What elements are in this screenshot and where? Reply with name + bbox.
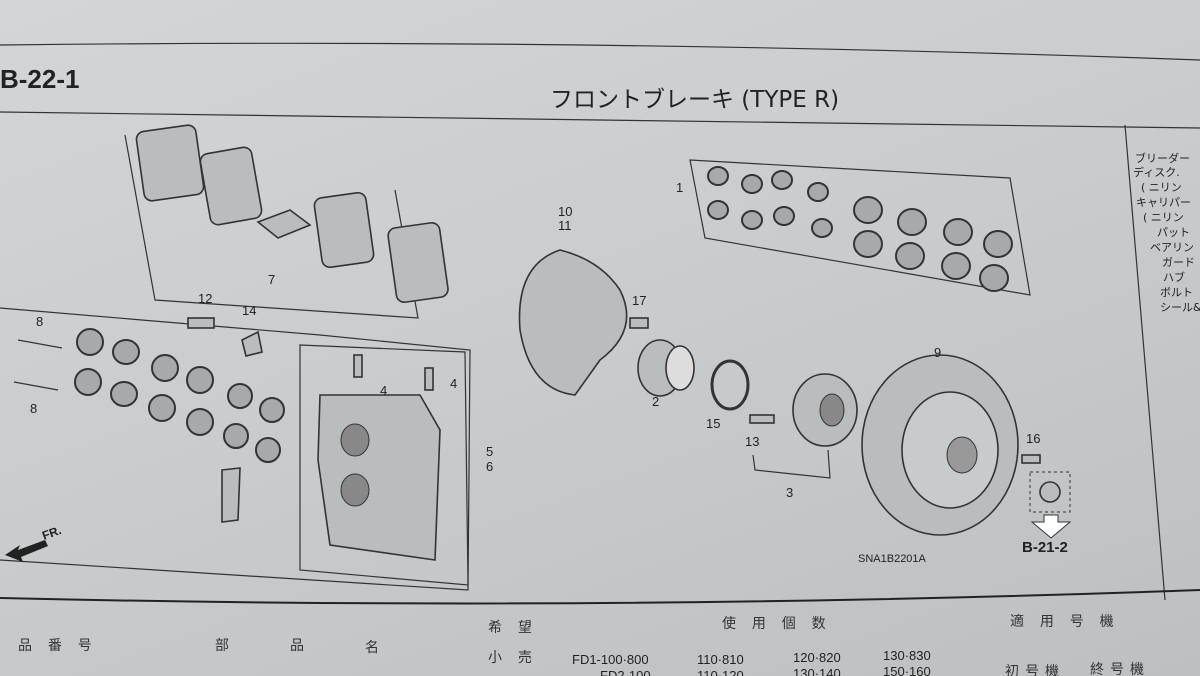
svg-text:FD1-100·800: FD1-100·800 <box>572 652 649 667</box>
diagram-code: SNA1B2201A <box>858 553 927 565</box>
nut-box <box>1029 471 1071 513</box>
hub <box>792 373 858 447</box>
svg-text:15: 15 <box>706 416 720 431</box>
svg-text:パット: パット <box>1157 226 1190 239</box>
svg-text:8: 8 <box>36 314 43 329</box>
svg-text:終号機: 終号機 <box>1090 661 1150 676</box>
svg-text:ディスク.: ディスク. <box>1133 165 1180 179</box>
callout-numbers: 1 2 3 4 4 5 6 7 8 8 9 10 11 12 13 14 15 … <box>30 180 1040 500</box>
svg-text:13: 13 <box>745 434 759 449</box>
svg-text:9: 9 <box>934 345 941 360</box>
svg-text:5: 5 <box>486 444 493 459</box>
svg-text:小 売: 小 売 <box>488 649 538 665</box>
svg-text:ボルト: ボルト <box>1160 286 1193 299</box>
svg-text:14: 14 <box>242 303 256 318</box>
front-arrow-icon <box>5 540 48 562</box>
svg-text:( ニリン: ( ニリン <box>1143 211 1184 224</box>
svg-text:110·120: 110·120 <box>697 668 744 676</box>
svg-text:( ニリン: ( ニリン <box>1141 181 1182 194</box>
svg-text:17: 17 <box>632 293 646 308</box>
svg-text:7: 7 <box>268 272 275 287</box>
page-title: フロントブレーキ (TYPE R) <box>550 87 839 113</box>
svg-text:4: 4 <box>450 376 457 391</box>
table-top-border <box>0 589 1200 605</box>
reference-link[interactable]: B-21-2 <box>1022 539 1068 556</box>
svg-text:FD2-100: FD2-100 <box>600 668 651 676</box>
svg-text:4: 4 <box>380 383 387 398</box>
svg-text:130·140: 130·140 <box>793 666 841 676</box>
svg-text:110·810: 110·810 <box>697 652 744 667</box>
svg-text:16: 16 <box>1026 431 1040 446</box>
top-border <box>0 42 1200 61</box>
caliper-assembly <box>0 307 471 591</box>
svg-text:初号機: 初号機 <box>1005 663 1065 676</box>
hub-bearing <box>637 339 695 397</box>
caliper <box>317 394 441 561</box>
svg-text:2: 2 <box>652 394 659 409</box>
front-label: FR. <box>40 523 63 543</box>
hub-bolt-13 <box>749 414 775 424</box>
svg-text:品 番 号: 品 番 号 <box>18 637 98 653</box>
section-code: B-22-1 <box>0 64 79 94</box>
bracket-14 <box>241 330 263 357</box>
bolt-17 <box>629 317 649 329</box>
svg-text:150·160: 150·160 <box>883 664 931 676</box>
svg-text:11: 11 <box>558 218 572 233</box>
svg-text:1: 1 <box>676 180 683 195</box>
brake-rotor <box>861 354 1019 536</box>
dust-shield <box>518 249 628 396</box>
svg-text:名: 名 <box>365 639 385 655</box>
ref-arrow-icon <box>1030 514 1072 539</box>
svg-text:ハブ: ハブ <box>1163 270 1185 284</box>
svg-text:適 用 号 機: 適 用 号 機 <box>1010 613 1120 629</box>
svg-text:ガード: ガード <box>1162 256 1195 269</box>
parts-table-header: 品 番 号 部 品 名 希 望 小 売 使 用 個 数 適 用 号 機 FD1-… <box>18 613 1150 676</box>
svg-text:6: 6 <box>486 459 493 474</box>
hub-nut <box>1039 481 1061 503</box>
side-list: ブリーダー ディスク. ( ニリン キャリパー ( ニリン パット ベアリン ガ… <box>1133 151 1200 314</box>
snap-ring <box>710 359 750 411</box>
svg-text:120·820: 120·820 <box>793 650 841 665</box>
shim-7 <box>256 209 312 239</box>
bolt-16 <box>1021 454 1041 464</box>
svg-text:品: 品 <box>290 637 310 653</box>
svg-text:10: 10 <box>558 204 572 219</box>
svg-text:ベアリン: ベアリン <box>1150 241 1194 254</box>
svg-text:130·830: 130·830 <box>883 648 931 663</box>
seal-kit <box>689 159 1031 296</box>
svg-text:部: 部 <box>215 637 235 653</box>
svg-text:8: 8 <box>30 401 37 416</box>
svg-text:12: 12 <box>198 291 212 306</box>
bolt-12 <box>187 317 215 329</box>
side-table-border <box>1124 124 1166 601</box>
svg-text:3: 3 <box>786 485 793 500</box>
svg-text:キャリパー: キャリパー <box>1136 196 1191 209</box>
pad-spring <box>221 467 241 523</box>
svg-text:希 望: 希 望 <box>488 619 538 635</box>
svg-text:シール&: シール& <box>1160 301 1200 314</box>
svg-text:ブリーダー: ブリーダー <box>1135 151 1190 165</box>
svg-text:使 用 個 数: 使 用 個 数 <box>722 615 832 631</box>
brake-pads <box>124 124 449 319</box>
